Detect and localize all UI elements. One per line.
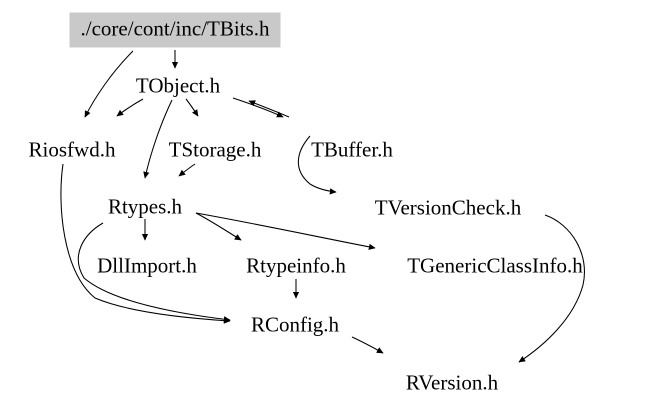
graph-edge-riosfwd-to-rconfig <box>60 163 231 324</box>
graph-edge-tobject-to-tbuffer <box>232 97 284 118</box>
graph-edge-rtypes-to-tgenericclassinfo <box>195 212 376 250</box>
graph-edge-rtypes-to-rtypeinfo <box>195 212 242 241</box>
edge-paths <box>60 50 585 363</box>
graph-node-tbuffer[interactable]: TBuffer.h <box>311 137 393 162</box>
graph-node-rconfig[interactable]: RConfig.h <box>250 312 340 337</box>
graph-edge-tbuffer-to-tversioncheck <box>297 135 337 195</box>
graph-edge-rtypes-to-rconfig <box>77 222 231 323</box>
graph-edge-tstorage-to-rtypes <box>178 163 196 177</box>
graph-edge-rconfig-to-rversion <box>351 336 384 354</box>
graph-node-riosfwd[interactable]: Riosfwd.h <box>28 137 116 162</box>
graph-edge-tobject-to-riosfwd <box>116 98 144 117</box>
graph-node-rtypeinfo[interactable]: Rtypeinfo.h <box>246 253 346 278</box>
graph-node-tgenericclassinfo[interactable]: TGenericClassInfo.h <box>407 253 583 278</box>
graph-node-tstorage[interactable]: TStorage.h <box>168 137 262 162</box>
graph-edge-tbuffer-to-tobject <box>248 100 290 118</box>
graph-node-rtypes[interactable]: Rtypes.h <box>107 194 183 219</box>
graph-edge-tobject-to-tstorage <box>185 98 199 117</box>
graph-edge-tbits-to-riosfwd <box>84 50 134 118</box>
graph-node-dllimport[interactable]: DllImport.h <box>97 253 197 278</box>
graph-node-tbits[interactable]: ./core/cont/inc/TBits.h <box>69 12 281 48</box>
graph-node-tobject[interactable]: TObject.h <box>135 73 221 98</box>
graph-node-tversioncheck[interactable]: TVersionCheck.h <box>374 195 522 220</box>
graph-node-rversion[interactable]: RVersion.h <box>405 370 499 395</box>
graph-edge-tversioncheck-to-rversion <box>518 214 585 363</box>
graph-edge-tobject-to-rtypes <box>143 99 173 179</box>
